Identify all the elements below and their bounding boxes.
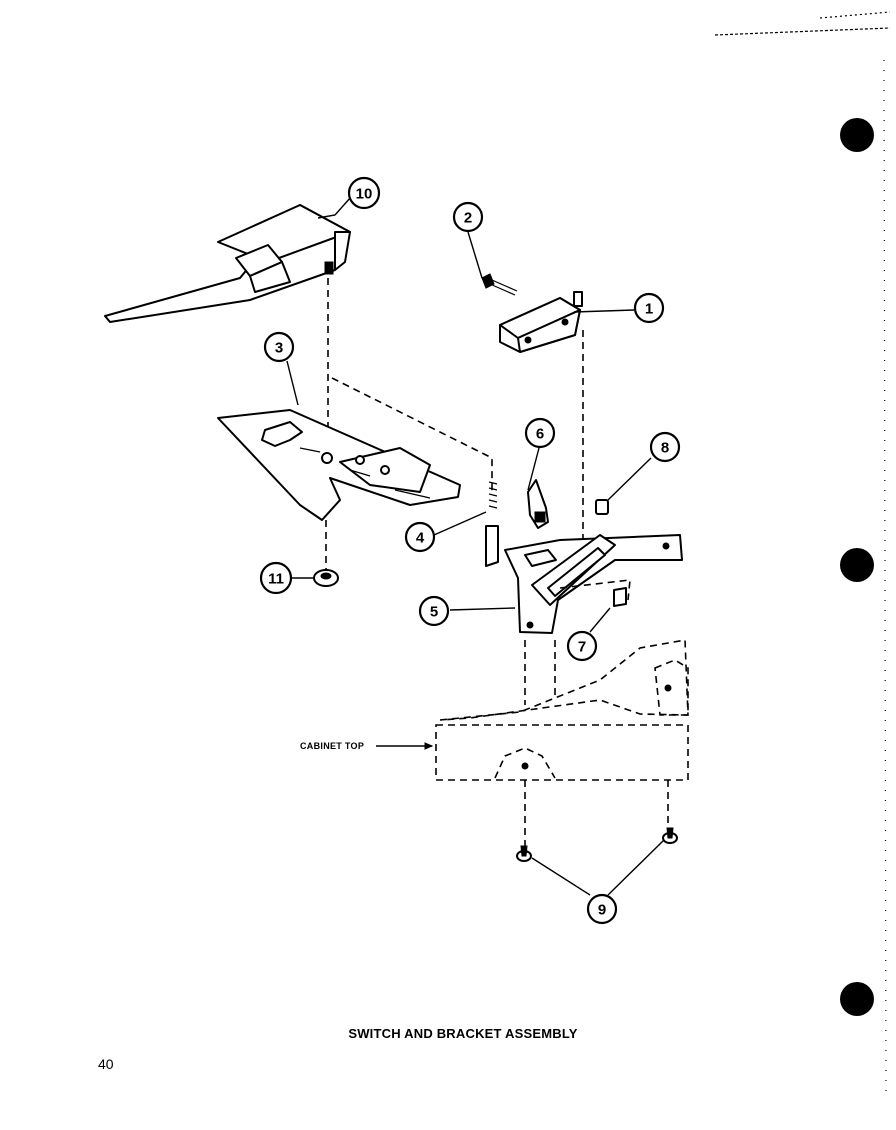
part-8-clip [595,499,609,515]
part-6-clip [527,479,549,529]
callout-5: 5 [418,595,450,627]
callout-7-label: 7 [578,639,586,656]
part-10-lever [104,204,351,323]
part-4-spring [485,481,499,567]
cabinet-top-outline [435,639,689,850]
part-2-screw [481,273,518,296]
page-number: 40 [98,1056,114,1072]
callout-8-label: 8 [661,440,669,457]
callout-8: 8 [649,431,681,463]
callout-10-label: 10 [356,186,373,203]
callout-7: 7 [566,630,598,662]
binder-hole-top [840,118,874,152]
callout-2-label: 2 [464,210,472,227]
part-11-nut [313,569,339,587]
callout-10: 10 [347,176,381,210]
part-3-plate [217,409,461,521]
callout-9: 9 [586,893,618,925]
callout-4-label: 4 [416,530,425,547]
binder-hole-middle [840,548,874,582]
callout-6-label: 6 [536,426,544,443]
part-7-clip [613,587,627,607]
cabinet-top-label: CABINET TOP [300,741,365,751]
callout-2: 2 [452,201,484,233]
part-9-screws [516,827,678,862]
callout-4: 4 [404,521,436,553]
callout-5-label: 5 [430,604,438,621]
callout-11: 11 [259,561,293,595]
callout-11-label: 11 [268,571,284,588]
callout-1-label: 1 [645,301,653,318]
binder-hole-bottom [840,982,874,1016]
cabinet-top-arrow [424,742,434,750]
callout-1: 1 [633,292,665,324]
diagram-title: SWITCH AND BRACKET ASSEMBLY [348,1026,578,1041]
callout-3: 3 [263,331,295,363]
callout-3-label: 3 [275,340,283,357]
part-5-bracket [504,534,683,634]
callout-6: 6 [524,417,556,449]
part-1-switch [499,291,583,353]
callout-9-label: 9 [598,902,606,919]
leader-lines [286,196,665,896]
